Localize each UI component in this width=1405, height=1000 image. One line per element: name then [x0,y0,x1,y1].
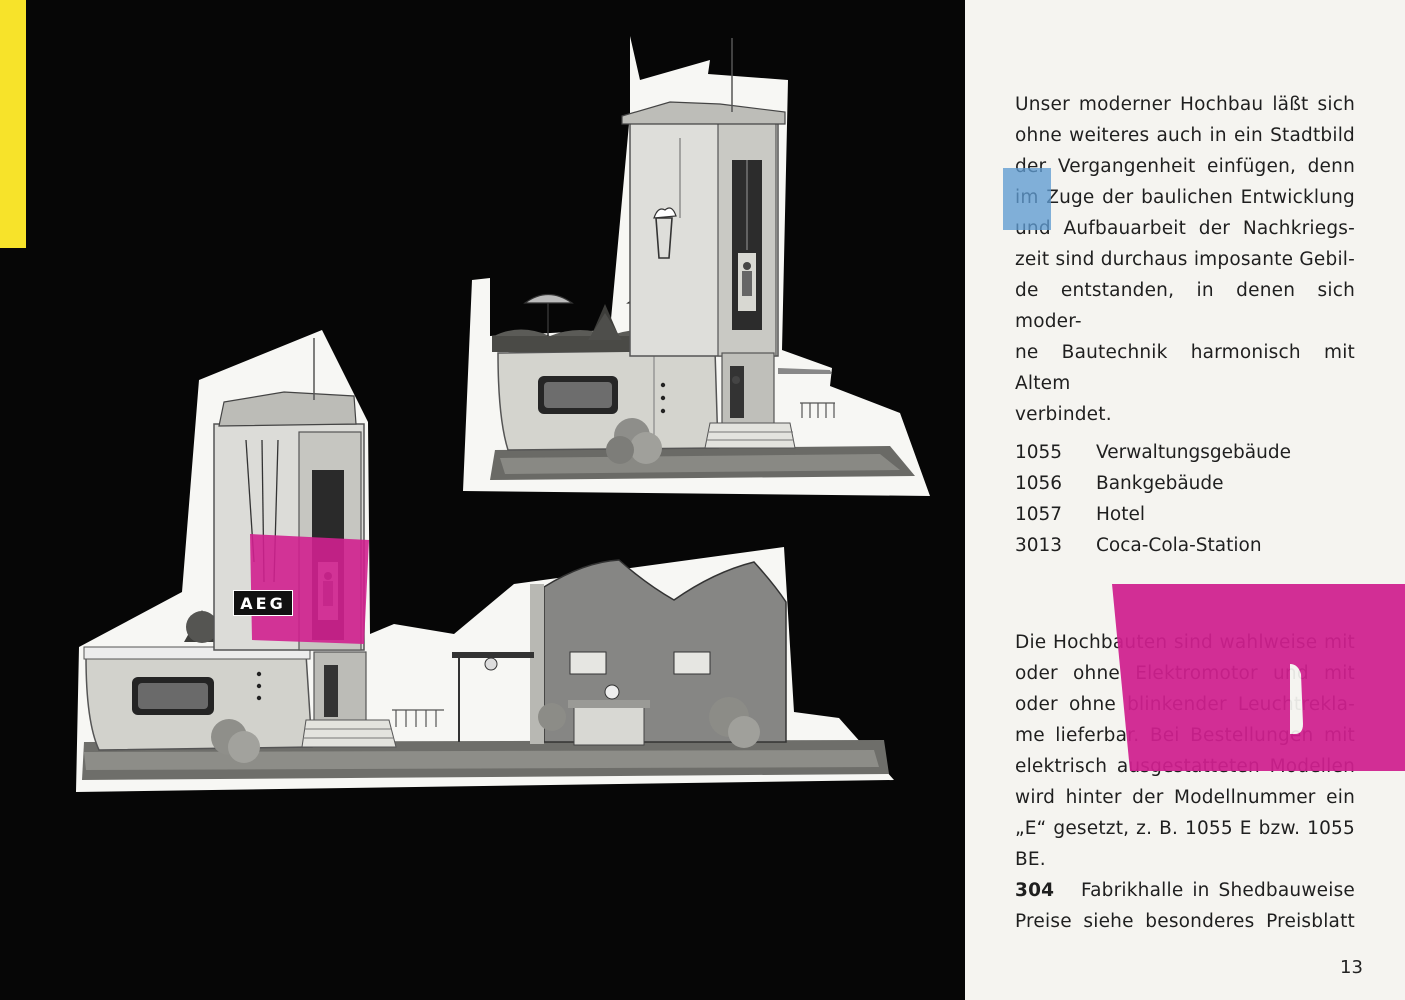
model-list: 1055 Verwaltungsgebäude 1056 Bankgebäude 1… [1015,437,1355,561]
blue-accent-block [1003,168,1051,230]
page-number: 13 [1340,957,1363,978]
model-name: Coca-Cola-Station [1096,535,1262,556]
factory-number: 304 [1015,880,1055,901]
model-row: 1056 Bankgebäude [1015,468,1355,499]
details-line: wird hinter der Modellnummer ein [1015,787,1355,808]
intro-line: und Aufbauarbeit der Nachkriegs- [1015,218,1355,239]
model-row: 1055 Verwaltungsgebäude [1015,437,1355,468]
model-name: Bankgebäude [1096,473,1224,494]
yellow-accent-bar [0,0,26,248]
photo-panel [0,0,965,1000]
aeg-sign: AEG [233,590,293,616]
intro-line: ohne weiteres auch in ein Stadtbild [1015,125,1355,146]
model-name: Verwaltungsgebäude [1096,442,1291,463]
intro-paragraph: Unser moderner Hochbau läßt sich ohne we… [1015,89,1355,430]
model-number: 3013 [1015,535,1063,556]
factory-name: Fabrikhalle in Shedbauweise [1081,880,1355,901]
model-row: 1057 Hotel [1015,499,1355,530]
intro-line: zeit sind durchaus imposante Gebil- [1015,249,1355,270]
factory-line: 304 Fabrikhalle in Shedbauweise [1015,875,1355,906]
magenta-accent-block [1112,584,1405,771]
top-building-cutout [463,36,930,496]
bottom-building-cutout [76,330,894,792]
model-number: 1057 [1015,504,1063,525]
intro-line: verbindet. [1015,404,1112,425]
price-note: Preise siehe besonderes Preisblatt [1015,911,1355,932]
intro-line: Unser moderner Hochbau läßt sich [1015,94,1355,115]
details-line: „E“ gesetzt, z. B. 1055 E bzw. 1055 BE. [1015,818,1355,870]
model-row: 3013 Coca-Cola-Station [1015,530,1355,561]
intro-line: der Vergangenheit einfügen, denn [1015,156,1355,177]
text-panel [965,0,1405,1000]
aeg-sign-text: AEG [240,593,286,613]
model-number: 1055 [1015,442,1063,463]
intro-line: ne Bautechnik harmonisch mit Altem [1015,342,1355,394]
model-number: 1056 [1015,473,1063,494]
intro-line: im Zuge der baulichen Entwicklung [1015,187,1355,208]
intro-line: de entstanden, in denen sich moder- [1015,280,1355,332]
model-name: Hotel [1096,504,1146,525]
